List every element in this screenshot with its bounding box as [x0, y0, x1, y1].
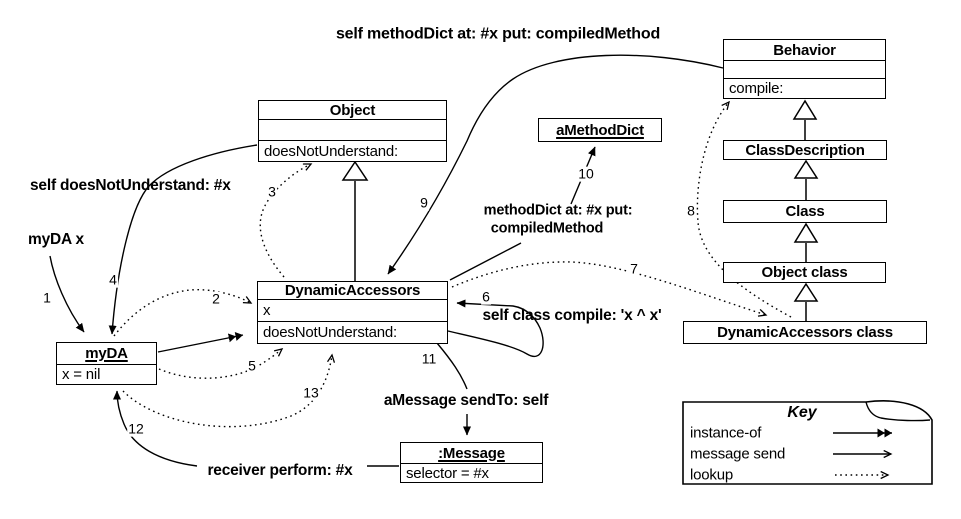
instance-box-myda-row-0: x = nil — [57, 364, 156, 384]
step-number-8: 8 — [686, 202, 696, 219]
instance-box-message-row-0: selector = #x — [401, 463, 542, 482]
label-self-class-compile: self class compile: 'x ^ x' — [482, 306, 662, 324]
class-box-object-title: Object — [329, 101, 376, 119]
label-amessage-sendto: aMessage sendTo: self — [383, 391, 549, 409]
label-methoddict-line1: methodDict at: #x put: — [483, 202, 633, 219]
class-box-class-title: Class — [785, 203, 825, 220]
key-note-fold — [865, 401, 931, 422]
label-methoddict-line2: compiledMethod — [490, 220, 604, 237]
label-receiver-perform: receiver perform: #x — [207, 461, 353, 479]
key-title: Key — [787, 404, 817, 421]
class-box-class: Class — [723, 200, 887, 223]
class-box-object-class-title: Object class — [761, 264, 848, 281]
inheritance-triangle-behavior — [792, 99, 818, 120]
key-item-instance-of: instance-of — [690, 424, 762, 442]
class-box-behavior: Behavior compile: — [723, 39, 886, 99]
step-number-1: 1 — [42, 289, 52, 306]
inheritance-triangle-class — [793, 222, 819, 243]
arrow-8-lookup-compile-behavior — [696, 102, 792, 318]
class-box-dynamic-accessors-class-title: DynamicAccessors class — [717, 324, 893, 341]
step-number-2: 2 — [211, 290, 221, 307]
arrow-12-message-send-receiver-perform — [113, 390, 198, 467]
step-number-10: 10 — [577, 165, 595, 182]
class-box-dynamic-accessors-title: DynamicAccessors — [284, 282, 421, 299]
arrow-3-lookup-dnu-object — [259, 164, 311, 278]
arrow-2-lookup-x — [113, 288, 251, 337]
leader-line-methoddict-label — [449, 242, 522, 281]
step-number-7: 7 — [629, 260, 639, 277]
instance-box-myda-title: myDA — [85, 345, 128, 362]
key-note-shape — [682, 400, 933, 485]
key-item-lookup: lookup — [690, 466, 734, 484]
arrow-6-self-loop-compile — [447, 299, 544, 357]
label-top-instruction: self methodDict at: #x put: compiledMeth… — [335, 25, 661, 43]
class-box-behavior-row-0 — [724, 60, 885, 78]
instance-box-amethoddict: aMethodDict — [538, 118, 662, 142]
instance-box-message-title: :Message — [438, 444, 505, 462]
arrow-4-message-send-self-dnu — [108, 144, 258, 335]
class-box-object-row-1: doesNotUnderstand: — [259, 140, 446, 161]
inheritance-links — [341, 99, 819, 321]
class-box-object-row-0 — [259, 119, 446, 140]
step-number-3: 3 — [267, 183, 277, 200]
leader-line-11-to-label — [436, 342, 468, 390]
arrow-13-lookup-x-again — [122, 355, 332, 428]
class-box-behavior-title: Behavior — [773, 41, 836, 59]
class-box-dynamic-accessors-class: DynamicAccessors class — [683, 321, 927, 344]
class-box-dynamic-accessors-row-1: doesNotUnderstand: — [258, 321, 447, 343]
arrow-1-message-send-myda-x — [49, 255, 85, 333]
label-myda-x: myDA x — [28, 230, 84, 248]
key-item-message-send: message send — [690, 445, 786, 463]
class-box-behavior-row-1: compile: — [724, 78, 885, 98]
instance-box-amethoddict-title: aMethodDict — [556, 121, 644, 139]
step-number-12: 12 — [127, 420, 145, 437]
inheritance-triangle-classdescription — [793, 159, 819, 179]
class-box-dynamic-accessors-row-0: x — [258, 299, 447, 321]
class-box-object: Object doesNotUnderstand: — [258, 100, 447, 162]
arrow-5-lookup-dnu — [158, 349, 282, 379]
step-number-5: 5 — [247, 357, 257, 374]
inheritance-triangle-object — [341, 160, 369, 181]
label-self-doesnotunderstand: self doesNotUnderstand: #x — [30, 176, 231, 194]
step-number-11: 11 — [420, 350, 438, 367]
step-number-4: 4 — [108, 271, 118, 288]
arrow-7-lookup-compile-metaclass — [451, 261, 766, 315]
step-number-6: 6 — [481, 288, 491, 305]
instance-box-myda: myDA x = nil — [56, 342, 157, 385]
inheritance-triangle-object-class — [793, 282, 819, 302]
step-number-13: 13 — [302, 384, 320, 401]
step-number-9: 9 — [419, 194, 429, 211]
class-box-class-description: ClassDescription — [723, 140, 887, 160]
arrow-9-message-send-methoddict-put — [387, 54, 724, 275]
class-box-object-class: Object class — [723, 262, 886, 283]
class-box-class-description-title: ClassDescription — [745, 141, 865, 159]
arrow-instance-of-myda-dynamicaccessors — [157, 332, 244, 353]
